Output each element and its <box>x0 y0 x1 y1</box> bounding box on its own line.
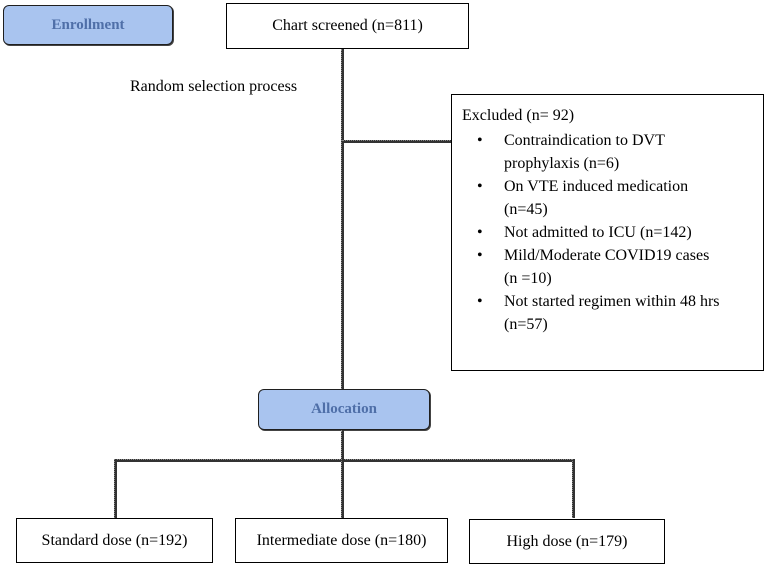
high-arm-line <box>572 459 575 518</box>
allocation-split-line <box>114 459 574 462</box>
standard-dose-box: Standard dose (n=192) <box>16 518 213 563</box>
exclusion-item: Contraindication to DVT prophylaxis (n=6… <box>477 129 753 175</box>
exclusion-item: Not admitted to ICU (n=142) <box>477 221 753 244</box>
exclusion-item: Mild/Moderate COVID19 cases (n =10) <box>477 244 753 290</box>
chart-screened-box: Chart screened (n=811) <box>226 3 469 49</box>
exclusion-item: Not started regimen within 48 hrs (n=57) <box>477 290 753 336</box>
standard-arm-line <box>114 459 117 518</box>
enrollment-stage-label: Enrollment <box>3 5 173 45</box>
excluded-box: Excluded (n= 92) Contraindication to DVT… <box>451 94 764 371</box>
high-dose-box: High dose (n=179) <box>469 519 665 564</box>
exclusion-item: On VTE induced medication (n=45) <box>477 175 753 221</box>
random-selection-label: Random selection process <box>130 78 298 95</box>
excluded-title: Excluded (n= 92) <box>462 107 575 124</box>
exclusion-list: Contraindication to DVT prophylaxis (n=6… <box>462 129 753 336</box>
intermediate-dose-box: Intermediate dose (n=180) <box>235 518 448 563</box>
allocation-down-line <box>341 430 344 460</box>
excluded-branch-line <box>342 140 452 143</box>
intermediate-arm-line <box>341 459 344 518</box>
allocation-stage-label: Allocation <box>258 389 430 430</box>
main-flow-line <box>341 49 344 391</box>
